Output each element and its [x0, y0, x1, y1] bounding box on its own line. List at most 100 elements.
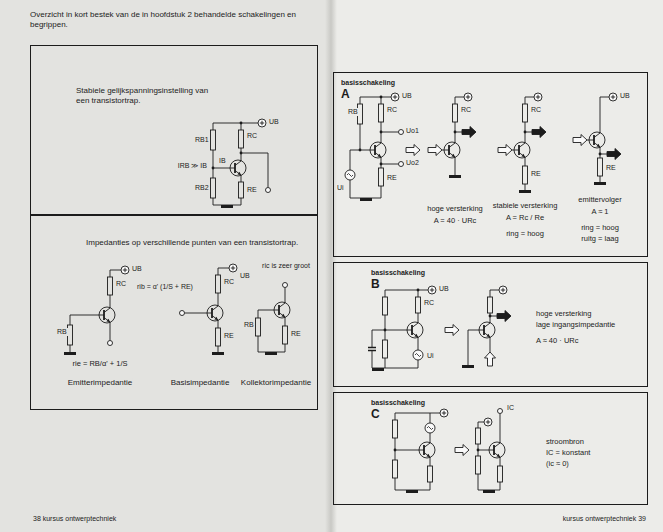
wire	[525, 122, 526, 140]
wire	[478, 422, 479, 428]
panel-box: Stabiele gelijkspanningsinstelling van e…	[30, 45, 318, 215]
transistor-symbol	[368, 140, 386, 160]
wire	[430, 433, 431, 440]
wire	[110, 325, 111, 341]
capacitor-symbol	[368, 348, 376, 351]
wire	[213, 123, 214, 130]
transistor-symbol	[97, 305, 115, 325]
collector-lead	[484, 320, 490, 328]
base-lead	[587, 140, 594, 141]
sine-mark	[415, 354, 421, 357]
base-lead	[417, 450, 424, 451]
junction-dot	[380, 131, 383, 134]
wire	[70, 315, 97, 316]
base-lead	[205, 313, 212, 314]
plus-sign	[611, 95, 615, 99]
emitter-lead	[235, 171, 241, 179]
resistor-symbol	[379, 168, 384, 186]
junction-dot	[477, 449, 480, 452]
plus-sign	[123, 268, 127, 272]
resistor-symbol	[379, 104, 384, 122]
supply-circle	[440, 409, 448, 417]
junction-dot	[380, 163, 383, 166]
sine-mark	[427, 427, 433, 430]
wire	[213, 168, 228, 169]
collector-lead	[235, 158, 241, 166]
supply-circle	[428, 286, 436, 294]
supply-circle	[484, 418, 492, 426]
emitter-arrow	[521, 154, 525, 157]
resistor-symbol	[383, 297, 388, 315]
resistor-symbol	[216, 328, 221, 346]
circuit-label: RB	[56, 328, 68, 336]
resistor-symbol	[416, 297, 421, 313]
ac-source-symbol	[345, 170, 355, 180]
signal-arrow	[428, 145, 442, 156]
signal-arrow	[607, 149, 621, 160]
circuit-label: lage ingangsimpedantie	[535, 321, 616, 330]
signal-arrow	[497, 311, 511, 322]
circuit-label: Ui	[426, 352, 435, 360]
base-lead	[228, 168, 235, 169]
supply-symbol	[229, 264, 237, 272]
junction-dot	[599, 153, 602, 156]
resistor-symbol	[256, 318, 261, 336]
base-lead	[477, 330, 484, 331]
wire	[360, 124, 361, 150]
page-footer: 38 kursus ontwerptechniek	[32, 515, 117, 523]
terminal	[399, 162, 404, 167]
wire	[285, 344, 286, 352]
circuit-label: emittervolger	[577, 196, 622, 205]
book-spine	[325, 0, 337, 532]
collector-lead	[594, 130, 600, 138]
circuit-label: RB	[243, 321, 255, 329]
collector-lead	[104, 305, 110, 313]
collector-lead	[424, 440, 430, 448]
wire	[395, 478, 396, 490]
circuit-label: RC	[246, 132, 258, 140]
collector-lead	[494, 440, 500, 448]
circuit-label: RB1	[194, 136, 210, 144]
wire	[213, 123, 258, 124]
circuit-label: RE	[246, 186, 258, 194]
supply-symbol	[440, 409, 448, 417]
source-circle	[425, 423, 435, 433]
supply-circle	[229, 264, 237, 272]
emitter-arrow	[281, 314, 285, 317]
resistor-symbol	[216, 275, 221, 293]
terminal	[180, 311, 185, 316]
emitter-arrow	[426, 454, 430, 457]
supply-symbol	[258, 119, 266, 127]
left-page	[0, 0, 331, 532]
wire	[500, 482, 501, 490]
ground-symbol	[483, 490, 495, 493]
signal-arrow	[455, 445, 469, 456]
collector-lead	[375, 140, 381, 148]
junction-dot	[489, 315, 492, 318]
wire	[600, 176, 601, 182]
wire	[430, 413, 431, 423]
wire	[185, 313, 206, 314]
wire	[468, 330, 469, 365]
terminal	[498, 409, 503, 414]
panel-heading: basisschakeling	[371, 269, 425, 277]
wire	[285, 288, 286, 301]
wire	[455, 97, 464, 98]
wire	[525, 97, 534, 98]
circuit-label: RC	[386, 106, 398, 114]
circuit-label: hoge versterking	[426, 205, 483, 214]
base-lead	[405, 330, 412, 331]
junction-dot	[454, 131, 457, 134]
ground-symbol	[462, 365, 474, 368]
emitter-lead	[494, 453, 500, 461]
circuit-label: Emitterimpedantie	[67, 378, 133, 387]
resistor-symbol	[239, 130, 244, 148]
supply-symbol	[609, 93, 617, 101]
wire	[381, 160, 382, 168]
plus-sign	[393, 95, 397, 99]
panel-box: basisschakelingC	[333, 392, 648, 505]
transistor-symbol	[487, 440, 505, 460]
circuit-label: RE	[386, 174, 398, 182]
plus-sign	[260, 121, 264, 125]
resistor-symbol	[108, 277, 113, 295]
